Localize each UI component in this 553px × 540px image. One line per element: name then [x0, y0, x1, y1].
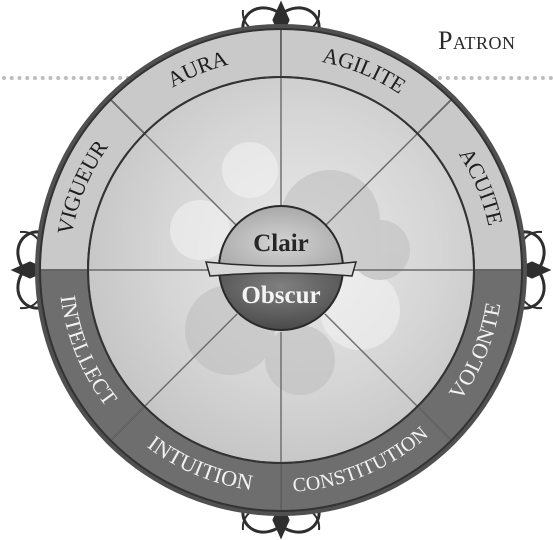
- clair-label: Clair: [253, 230, 309, 257]
- obscur-label: Obscur: [241, 282, 320, 309]
- cloud-texture: [350, 220, 410, 280]
- cloud-texture: [222, 142, 278, 198]
- cloud-texture: [265, 325, 335, 395]
